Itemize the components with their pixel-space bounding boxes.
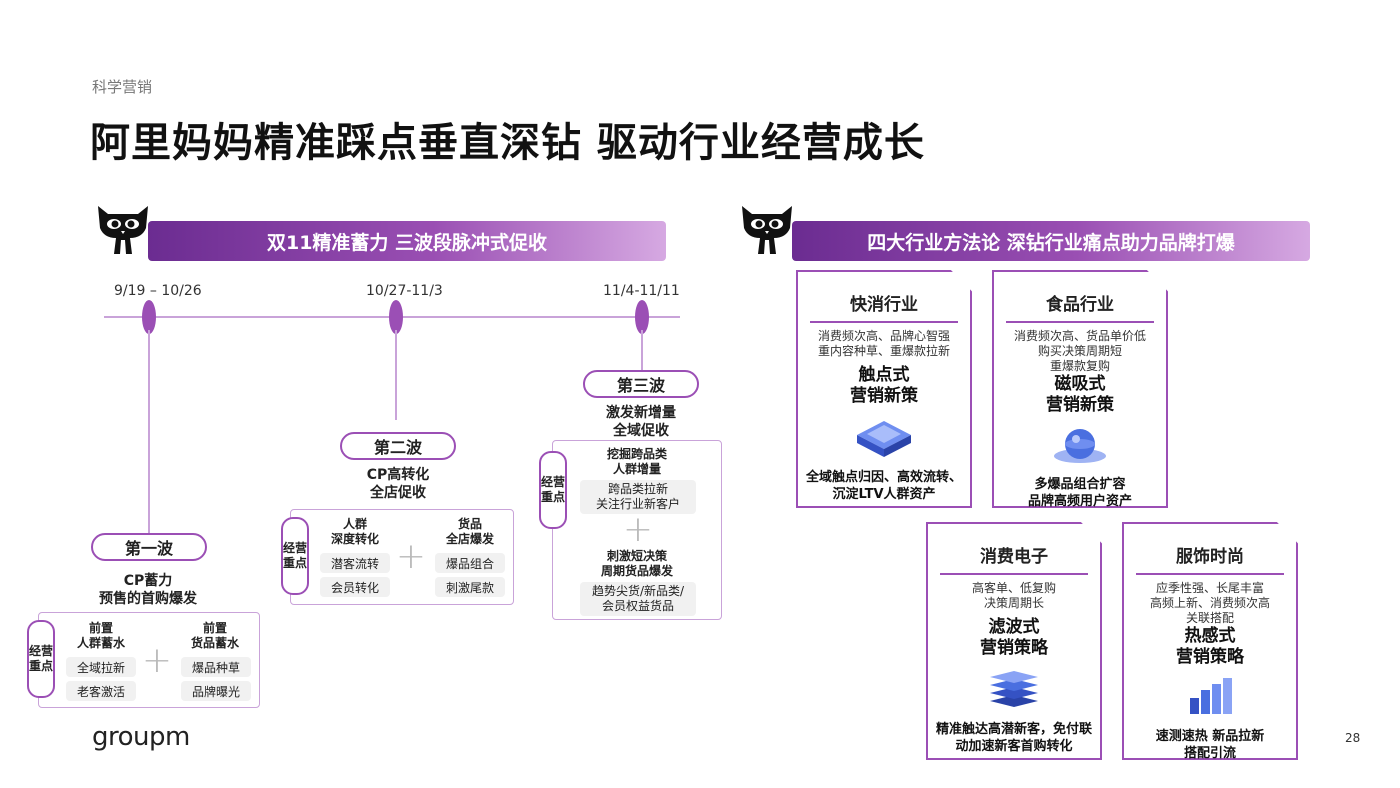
right-banner: 四大行业方法论 深钻行业痛点助力品牌打爆	[792, 221, 1310, 261]
connector-wave1	[148, 330, 150, 534]
connector-wave2	[395, 330, 397, 420]
wave2-label: 第二波	[340, 432, 456, 460]
wave1-chip: 品牌曝光	[181, 681, 251, 701]
card-title: 消费电子	[980, 547, 1048, 567]
industry-card-fmcg: 快消行业 消费频次高、品牌心智强 重内容种草、重爆款拉新 触点式 营销新策 全域…	[796, 270, 972, 508]
wave3-chip-1: 跨品类拉新 关注行业新客户	[580, 480, 696, 514]
wave2-chip: 爆品组合	[435, 553, 505, 573]
plus-icon: +	[141, 640, 173, 681]
card-strategy: 滤波式 营销策略	[980, 617, 1048, 658]
card-desc: 消费频次高、品牌心智强 重内容种草、重爆款拉新	[817, 329, 950, 358]
wave3-subtitle: 激发新增量 全域促收	[606, 405, 676, 439]
card-divider	[940, 573, 1088, 575]
date-wave2: 10/27-11/3	[366, 283, 443, 299]
card-strategy: 磁吸式 营销新策	[1046, 374, 1114, 415]
filter-layers-icon	[990, 671, 1038, 707]
wave3-chip-2: 趋势尖货/新品类/ 会员权益货品	[580, 582, 696, 616]
card-title: 服饰时尚	[1176, 547, 1244, 567]
timeline-marker-3	[635, 300, 649, 334]
timeline-marker-1	[142, 300, 156, 334]
card-bottom: 精准触达高潜新客，免付联 动加速新客首购转化	[935, 722, 1092, 754]
card-title: 食品行业	[1046, 295, 1114, 315]
industry-card-fashion: 服饰时尚 应季性强、长尾丰富 高频上新、消费频次高 关联搭配 热感式 营销策略 …	[1122, 522, 1298, 760]
wave3-head2: 刺激短决策 周期货品爆发	[600, 549, 673, 578]
plus-icon: +	[622, 509, 654, 550]
card-desc: 消费频次高、货品单价低 购买决策周期短 重爆款复购	[1013, 329, 1146, 373]
wave2-chip: 潜客流转	[320, 553, 390, 573]
card-desc: 应季性强、长尾丰富 高频上新、消费频次高 关联搭配	[1149, 581, 1270, 625]
page-number: 28	[1345, 731, 1361, 745]
left-banner: 双11精准蓄力 三波段脉冲式促收	[148, 221, 666, 261]
groupm-logo: groupm	[92, 722, 190, 752]
card-bottom: 速测速热 新品拉新 搭配引流	[1155, 729, 1265, 761]
card-bottom: 多爆品组合扩容 品牌高频用户资产	[1027, 477, 1132, 509]
magnet-orb-icon	[1054, 429, 1106, 463]
timeline-marker-2	[389, 300, 403, 334]
wave3-head1: 挖掘跨品类 人群增量	[606, 447, 667, 476]
wave2-chip: 会员转化	[320, 577, 390, 597]
wave2-col2-head: 货品 全店爆发	[445, 517, 494, 546]
wave1-chip: 爆品种草	[181, 657, 251, 677]
wave3-label: 第三波	[583, 370, 699, 398]
card-divider	[1136, 573, 1284, 575]
wave1-subtitle: CP蓄力 预售的首购爆发	[99, 573, 197, 607]
wave2-side-tag: 经营重点	[281, 517, 309, 595]
card-strategy: 热感式 营销策略	[1176, 626, 1244, 667]
wave1-chip: 老客激活	[66, 681, 136, 701]
wave2-chip: 刺激尾款	[435, 577, 505, 597]
date-wave1: 9/19 – 10/26	[114, 283, 202, 299]
wave2-col1-head: 人群 深度转化	[330, 517, 379, 546]
card-strategy: 触点式 营销新策	[850, 365, 918, 406]
wave2-subtitle: CP高转化 全店促收	[366, 467, 430, 501]
stacked-cube-icon	[857, 421, 911, 457]
card-divider	[1006, 321, 1154, 323]
section-tag: 科学营销	[92, 78, 153, 96]
wave3-side-tag: 经营重点	[539, 451, 567, 529]
industry-card-food: 食品行业 消费频次高、货品单价低 购买决策周期短 重爆款复购 磁吸式 营销新策 …	[992, 270, 1168, 508]
industry-card-electronics: 消费电子 高客单、低复购 决策周期长 滤波式 营销策略 精准触达高潜新客，免付联…	[926, 522, 1102, 760]
plus-icon: +	[395, 536, 427, 577]
wave1-col1-head: 前置 人群蓄水	[76, 621, 125, 650]
page-title: 阿里妈妈精准踩点垂直深钻 驱动行业经营成长	[90, 120, 925, 166]
wave1-col2-head: 前置 货品蓄水	[190, 621, 239, 650]
date-wave3: 11/4-11/11	[603, 283, 680, 299]
card-bottom: 全域触点归因、高效流转、 沉淀LTV人群资产	[805, 470, 962, 502]
card-desc: 高客单、低复购 决策周期长	[971, 581, 1056, 610]
wave1-chip: 全域拉新	[66, 657, 136, 677]
bar-blocks-icon	[1190, 678, 1232, 714]
card-title: 快消行业	[850, 295, 918, 315]
connector-wave3	[641, 330, 643, 370]
tmall-cat-icon	[742, 206, 792, 254]
wave1-side-tag: 经营重点	[27, 620, 55, 698]
card-divider	[810, 321, 958, 323]
wave1-label: 第一波	[91, 533, 207, 561]
tmall-cat-icon	[98, 206, 148, 254]
